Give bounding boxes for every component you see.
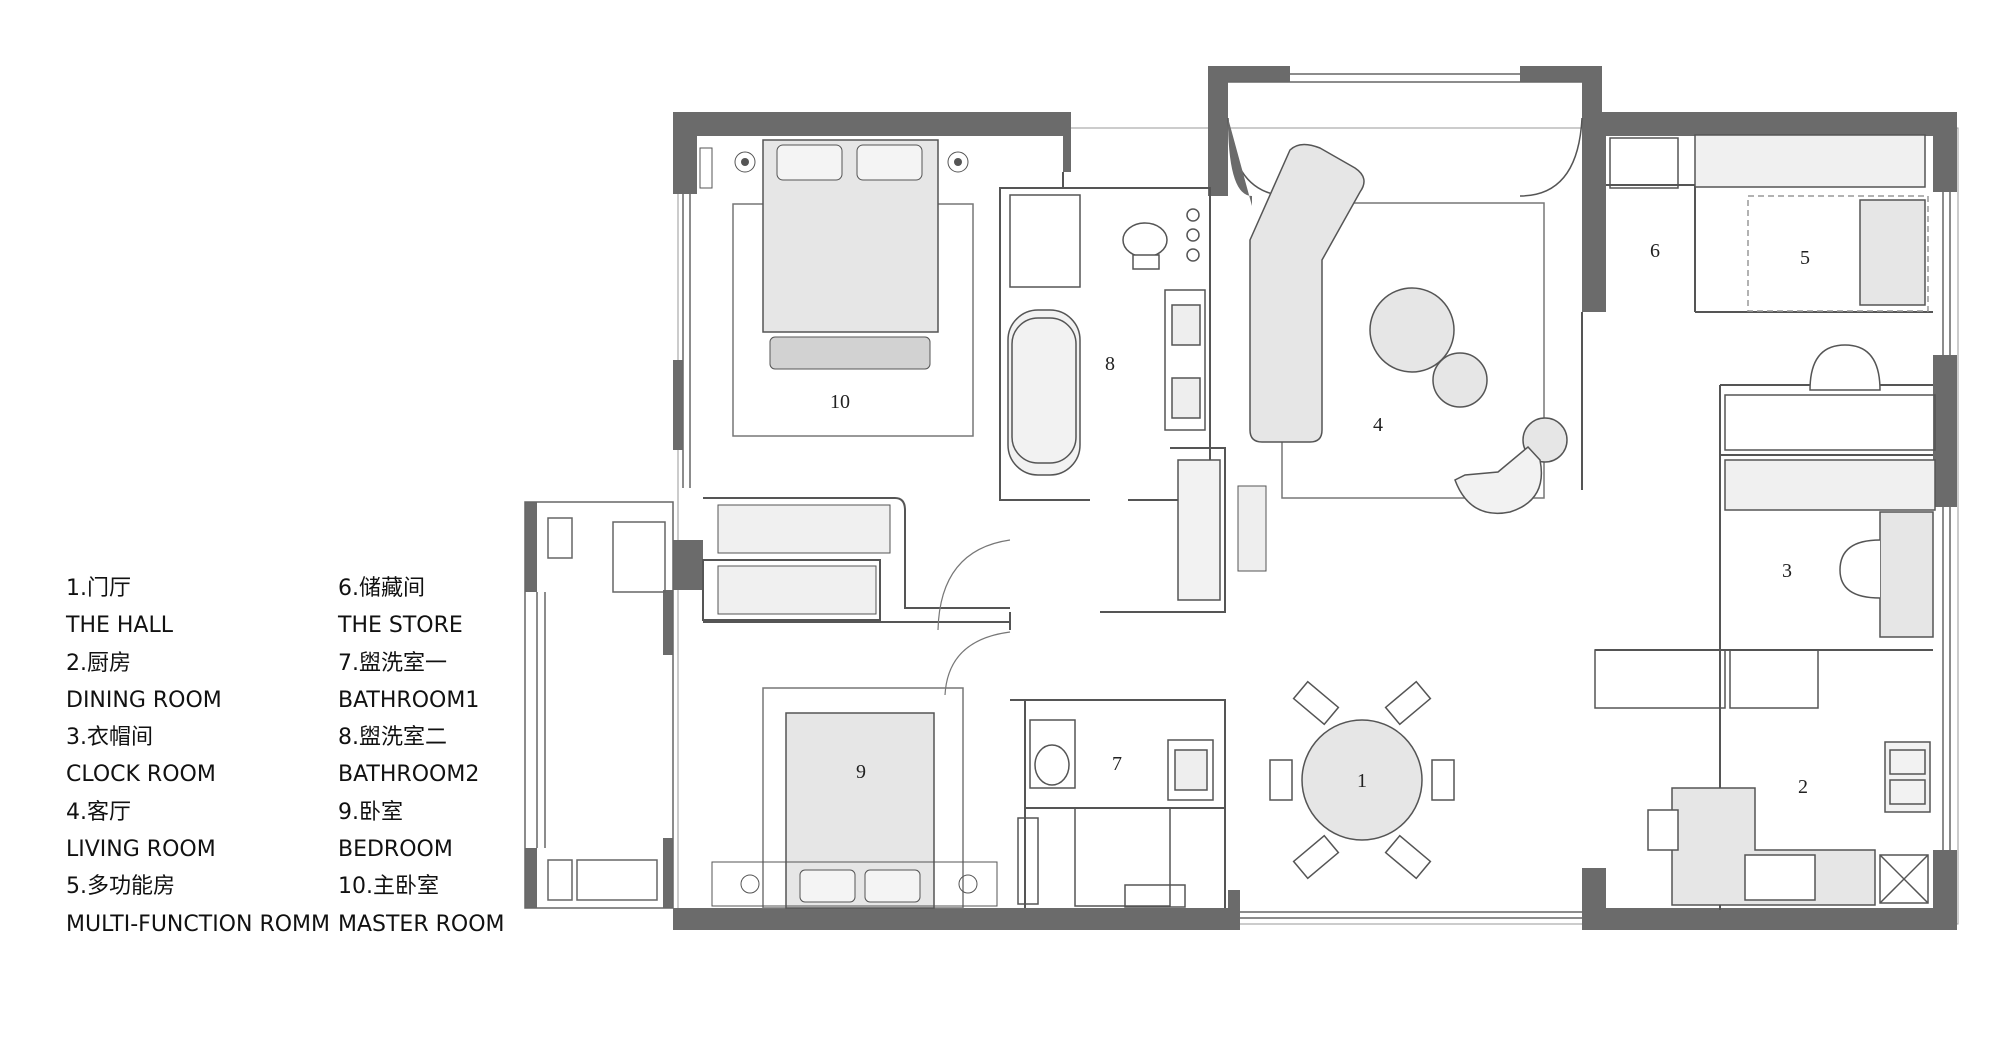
legend-column-left: 1.门厅 THE HALL 2.厨房 DINING ROOM 3.衣帽间 CLO…	[66, 570, 330, 943]
legend-bath2-en: BATHROOM2	[338, 762, 480, 788]
legend-multi-cn: 5.多功能房	[66, 874, 175, 900]
bedroom	[711, 687, 998, 909]
legend-master-cn: 10.主卧室	[338, 874, 439, 900]
walls	[525, 66, 1957, 930]
legend-living-cn: 4.客厅	[66, 799, 131, 825]
room-number-store: 6	[1650, 240, 1660, 262]
legend-kitchen-cn: 2.厨房	[66, 650, 131, 676]
room-number-bedroom: 9	[856, 761, 866, 783]
bathroom-1	[1017, 719, 1214, 908]
wardrobes	[717, 504, 891, 615]
room-number-living: 4	[1373, 414, 1383, 436]
legend-hall-cn: 1.门厅	[66, 576, 131, 601]
legend-kitchen-en: DINING ROOM	[66, 687, 222, 713]
legend-bath1-cn: 7.盥洗室一	[338, 650, 447, 676]
kitchen	[1647, 741, 1931, 906]
legend-bedroom-cn: 9.卧室	[338, 799, 403, 825]
legend-master-en: MASTER ROOM	[338, 911, 505, 937]
legend-cloakroom-cn: 3.衣帽间	[66, 725, 153, 751]
room-number-bath2: 8	[1105, 353, 1115, 375]
legend-bath1-en: BATHROOM1	[338, 687, 480, 713]
room-number-master: 10	[830, 391, 850, 413]
room-number-kitchen: 2	[1798, 776, 1808, 798]
cloakroom	[1594, 511, 1934, 709]
multi-function-room	[1609, 134, 1936, 511]
legend-multi-en: MULTI-FUNCTION ROMM	[66, 911, 331, 937]
legend-bath2-cn: 8.盥洗室二	[338, 725, 447, 751]
room-number-hall: 1	[1357, 770, 1367, 792]
legend-cloakroom-en: CLOCK ROOM	[66, 762, 216, 788]
balcony-outline	[524, 501, 674, 909]
legend-hall-en: THE HALL	[66, 613, 173, 639]
room-number-bath1: 7	[1112, 753, 1122, 775]
legend-column-right: 6.储藏间 THE STORE 7.盥洗室一 BATHROOM1 8.盥洗室二 …	[338, 570, 505, 943]
room-number-cloakroom: 3	[1782, 560, 1792, 582]
plan-outline	[677, 127, 1959, 925]
legend-living-en: LIVING ROOM	[66, 837, 216, 863]
legend-store-en: THE STORE	[338, 613, 463, 639]
bathroom-2	[1007, 194, 1206, 476]
door-swing	[937, 539, 1011, 631]
legend-store-cn: 6.储藏间	[338, 576, 425, 601]
hall-dining-table	[1269, 680, 1455, 880]
room-labels: 1 2 3 4 5 6 7 8 9 10	[830, 240, 1810, 798]
legend-bedroom-en: BEDROOM	[338, 837, 453, 863]
living-room	[1177, 117, 1583, 601]
master-bedroom	[699, 139, 974, 437]
room-number-multi: 5	[1800, 247, 1810, 269]
